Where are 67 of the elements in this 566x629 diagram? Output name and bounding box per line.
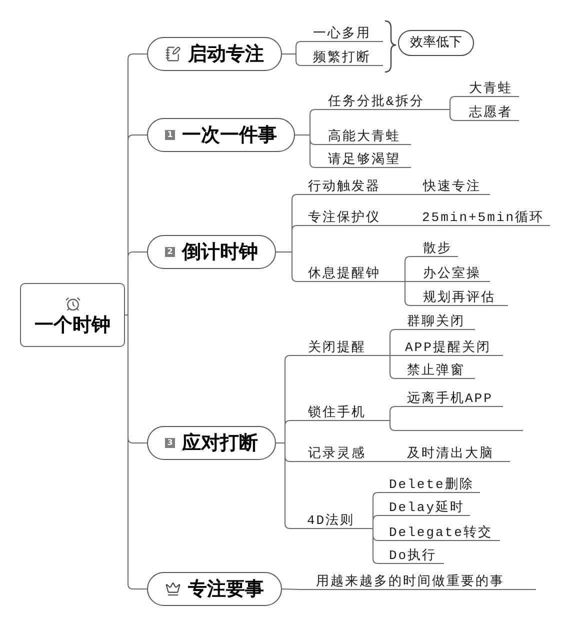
subtopic-text: Delete删除	[378, 473, 480, 493]
branch-line	[404, 256, 410, 282]
branch-line	[372, 515, 378, 529]
subtopic-text: 远离手机APP	[395, 387, 503, 407]
subtopic-text: 用越来越多的时间做重要的事	[300, 570, 536, 590]
topic-title: 专注要事	[188, 580, 264, 598]
subtopic-text: 关闭提醒	[297, 336, 390, 356]
topic-pill	[147, 235, 276, 269]
subtopic-text: 办公室操	[410, 262, 490, 282]
subtopic-text: APP提醒关闭	[395, 336, 503, 356]
topic-title: 应对打断	[182, 434, 258, 452]
subtopic-text: 及时清出大脑	[400, 446, 510, 462]
subtopic-text: 行动触发器	[297, 175, 397, 195]
priority-number: 2	[165, 247, 175, 257]
subtopic-text: 请足够渴望	[315, 148, 411, 168]
branch-line	[124, 314, 148, 590]
subtopic-text: Delay延时	[378, 496, 470, 516]
subtopic-text: 规划再评估	[410, 286, 508, 306]
subtopic-text: 专注保护仪	[297, 206, 397, 226]
subtopic-text: 一心多用	[301, 22, 383, 42]
subtopic-text: 禁止弹窗	[395, 359, 475, 379]
subtopic-text: 记录灵感	[297, 446, 390, 462]
topic-title: 启动专注	[188, 44, 264, 64]
subtopic-text: Delegate转交	[378, 521, 500, 541]
summary-pill: 效率低下	[398, 30, 474, 56]
branch-line	[396, 225, 412, 226]
subtopic-text: 休息提醒钟	[297, 262, 405, 282]
subtopic-text: 散步	[410, 237, 458, 257]
branch-line	[450, 96, 456, 110]
branch-line	[390, 461, 400, 462]
subtopic-text: 高能大青蛙	[315, 125, 411, 145]
central-topic	[20, 283, 125, 347]
branch-line	[404, 281, 410, 282]
branch-line	[282, 588, 300, 590]
topic-pill	[147, 572, 282, 606]
branch-line	[294, 134, 316, 168]
subtopic-text: Do执行	[378, 544, 444, 564]
branch-line	[276, 252, 298, 282]
subtopic-text: 频繁打断	[301, 46, 383, 66]
subtopic-text: 25min+5min循环	[412, 206, 550, 226]
priority-number: 3	[165, 438, 175, 448]
topic-title: 倒计时钟	[182, 242, 258, 262]
subtopic-text: 锁住手机	[297, 401, 390, 421]
subtopic-text: 志愿者	[455, 101, 519, 121]
branch-line	[450, 109, 456, 121]
topic-pill	[147, 37, 282, 71]
branch-line	[390, 420, 396, 431]
branch-line	[124, 252, 148, 316]
branch-line	[390, 355, 396, 356]
branch-line	[390, 329, 396, 356]
branch-underline	[395, 430, 523, 431]
subtopic-text: 群聊关闭	[395, 310, 475, 330]
branch-line	[372, 528, 378, 564]
subtopic-text: 4D法则	[297, 509, 373, 529]
topic-title: 一次一件事	[182, 126, 277, 144]
branch-line	[282, 54, 302, 66]
subtopic-text: 大青蛙	[455, 77, 519, 97]
branch-line	[390, 406, 396, 421]
priority-number: 1	[165, 130, 175, 140]
subtopic-text: 快速专注	[412, 175, 490, 195]
topic-pill	[147, 118, 295, 152]
branch-line	[396, 194, 412, 195]
subtopic-text: 任务分批&拆分	[315, 90, 450, 110]
topic-title: 一个时钟	[34, 316, 110, 334]
topic-pill	[147, 426, 276, 460]
branch-line	[404, 281, 410, 306]
branch-line	[390, 355, 396, 379]
